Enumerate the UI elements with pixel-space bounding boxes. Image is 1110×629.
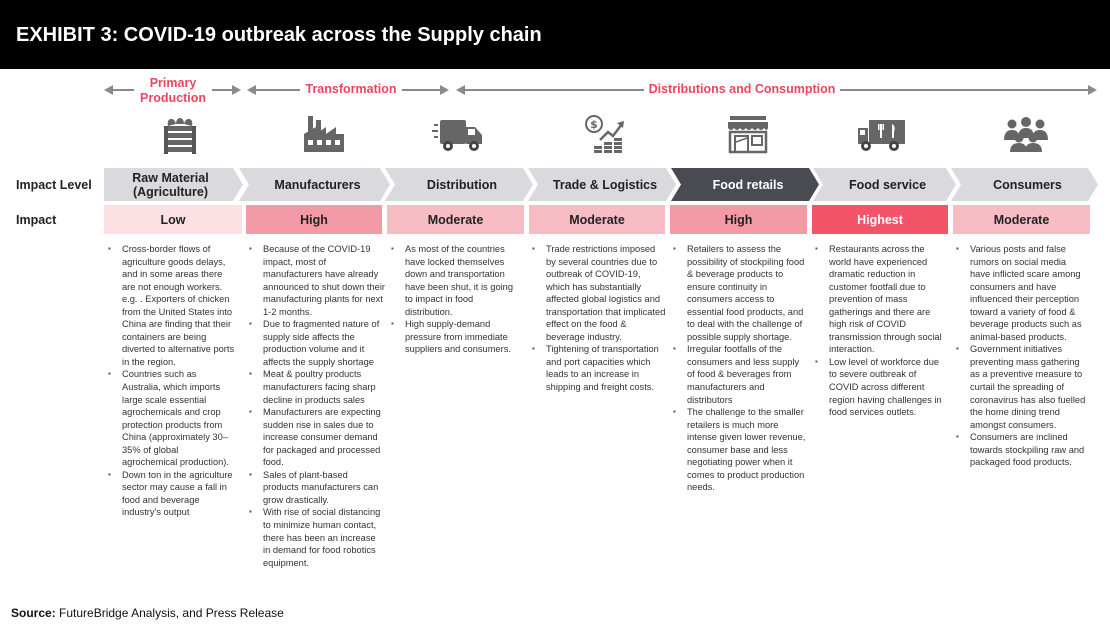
chevron-label: Consumers [993, 177, 1062, 192]
column-food-service: Restaurants across the world have experi… [815, 243, 945, 419]
chevron-label: Food service [848, 177, 927, 192]
column-food-retails: Retailers to assess the possibility of s… [673, 243, 807, 494]
bullet-item: Cross-border flows of agriculture goods … [108, 243, 236, 368]
row-label-impact: Impact [16, 213, 57, 227]
chevron-label: Distribution [426, 177, 498, 192]
bullet-item: Countries such as Australia, which impor… [108, 368, 236, 468]
arrow-line [402, 89, 442, 91]
bullet-list: Cross-border flows of agriculture goods … [108, 243, 236, 519]
chevron-consumers: Consumers [951, 168, 1098, 201]
bullet-item: Due to fragmented nature of supply side … [249, 318, 385, 368]
bullet-item: Sales of plant-based products manufactur… [249, 469, 385, 507]
arrow-left-icon [104, 85, 113, 95]
chevron-food-service: Food service [813, 168, 956, 201]
impact-badge: High [246, 205, 382, 234]
source-text: FutureBridge Analysis, and Press Release [55, 606, 284, 620]
arrow-line [253, 89, 300, 91]
impact-badge: Low [104, 205, 242, 234]
source-note: Source: FutureBridge Analysis, and Press… [11, 606, 284, 620]
arrow-left-icon [456, 85, 465, 95]
impact-badge: Moderate [387, 205, 524, 234]
bullet-item: With rise of social distancing to minimi… [249, 506, 385, 569]
factory-icon [304, 116, 344, 152]
people-group-icon [1004, 117, 1048, 152]
chevron-label: Food retails [712, 177, 784, 192]
bullet-list: As most of the countries have locked the… [391, 243, 523, 356]
stage-label-transformation: Transformation [305, 82, 397, 96]
chevron-label: Trade & Logistics [552, 177, 658, 192]
stage-label-distribution: Distributions and Consumption [648, 82, 836, 96]
bullet-list: Restaurants across the world have experi… [815, 243, 945, 419]
arrow-line [110, 89, 134, 91]
impact-badge: Moderate [529, 205, 665, 234]
stage-label-primary: Primary Production [140, 76, 206, 105]
bullet-list: Various posts and false rumors on social… [956, 243, 1088, 469]
arrow-line [840, 89, 1090, 91]
chevron-distribution: Distribution [385, 168, 533, 201]
bullet-list: Trade restrictions imposed by several co… [532, 243, 666, 394]
bullet-item: The challenge to the smaller retailers i… [673, 406, 807, 494]
chevron-raw-material: Raw Material (Agriculture) [104, 168, 243, 201]
bullet-item: Low level of workforce due to severe out… [815, 356, 945, 419]
row-label-impact-level: Impact Level [16, 178, 92, 192]
bullet-item: Tightening of transportation and port ca… [532, 343, 666, 393]
chevron-trade-logistics: Trade & Logistics [528, 168, 676, 201]
bullet-list: Retailers to assess the possibility of s… [673, 243, 807, 494]
column-trade-logistics: Trade restrictions imposed by several co… [532, 243, 666, 394]
svg-text:$: $ [590, 118, 598, 131]
header-bar: EXHIBIT 3: COVID-19 outbreak across the … [0, 0, 1110, 69]
bullet-list: Because of the COVID-19 impact, most of … [249, 243, 385, 569]
dollar-growth-icon: $ [585, 115, 624, 153]
food-truck-icon [858, 120, 905, 151]
arrow-line [212, 89, 234, 91]
impact-badge: High [670, 205, 807, 234]
column-distribution: As most of the countries have locked the… [391, 243, 523, 356]
chevron-label: Manufacturers [274, 177, 361, 192]
arrow-right-icon [232, 85, 241, 95]
chevron-label: Raw Material (Agriculture) [132, 170, 209, 199]
vegetable-crate-icon [164, 118, 196, 154]
bullet-item: Trade restrictions imposed by several co… [532, 243, 666, 343]
column-manufacturers: Because of the COVID-19 impact, most of … [249, 243, 385, 569]
arrow-line [462, 89, 644, 91]
column-consumers: Various posts and false rumors on social… [956, 243, 1088, 469]
bullet-item: Down ton in the agriculture sector may c… [108, 469, 236, 519]
bullet-item: As most of the countries have locked the… [391, 243, 523, 318]
column-raw-material: Cross-border flows of agriculture goods … [108, 243, 236, 519]
bullet-item: High supply-demand pressure from immedia… [391, 318, 523, 356]
bullet-item: Consumers are inclined towards stockpili… [956, 431, 1088, 469]
bullet-item: Retailers to assess the possibility of s… [673, 243, 807, 343]
arrow-left-icon [247, 85, 256, 95]
arrow-right-icon [1088, 85, 1097, 95]
storefront-icon [728, 116, 768, 154]
bullet-item: Meat & poultry products manufacturers fa… [249, 368, 385, 406]
bullet-item: Various posts and false rumors on social… [956, 243, 1088, 343]
bullet-item: Because of the COVID-19 impact, most of … [249, 243, 385, 318]
chevron-food-retails: Food retails [671, 168, 819, 201]
delivery-truck-icon [432, 120, 482, 151]
page-title: EXHIBIT 3: COVID-19 outbreak across the … [16, 24, 542, 46]
chevron-manufacturers: Manufacturers [239, 168, 390, 201]
source-label: Source: [11, 606, 56, 620]
arrow-right-icon [440, 85, 449, 95]
bullet-item: Restaurants across the world have experi… [815, 243, 945, 356]
impact-badge: Moderate [953, 205, 1090, 234]
bullet-item: Manufacturers are expecting sudden rise … [249, 406, 385, 469]
bullet-item: Irregular footfalls of the consumers and… [673, 343, 807, 406]
bullet-item: Government initiatives preventing mass g… [956, 343, 1088, 431]
impact-badge: Highest [812, 205, 948, 234]
